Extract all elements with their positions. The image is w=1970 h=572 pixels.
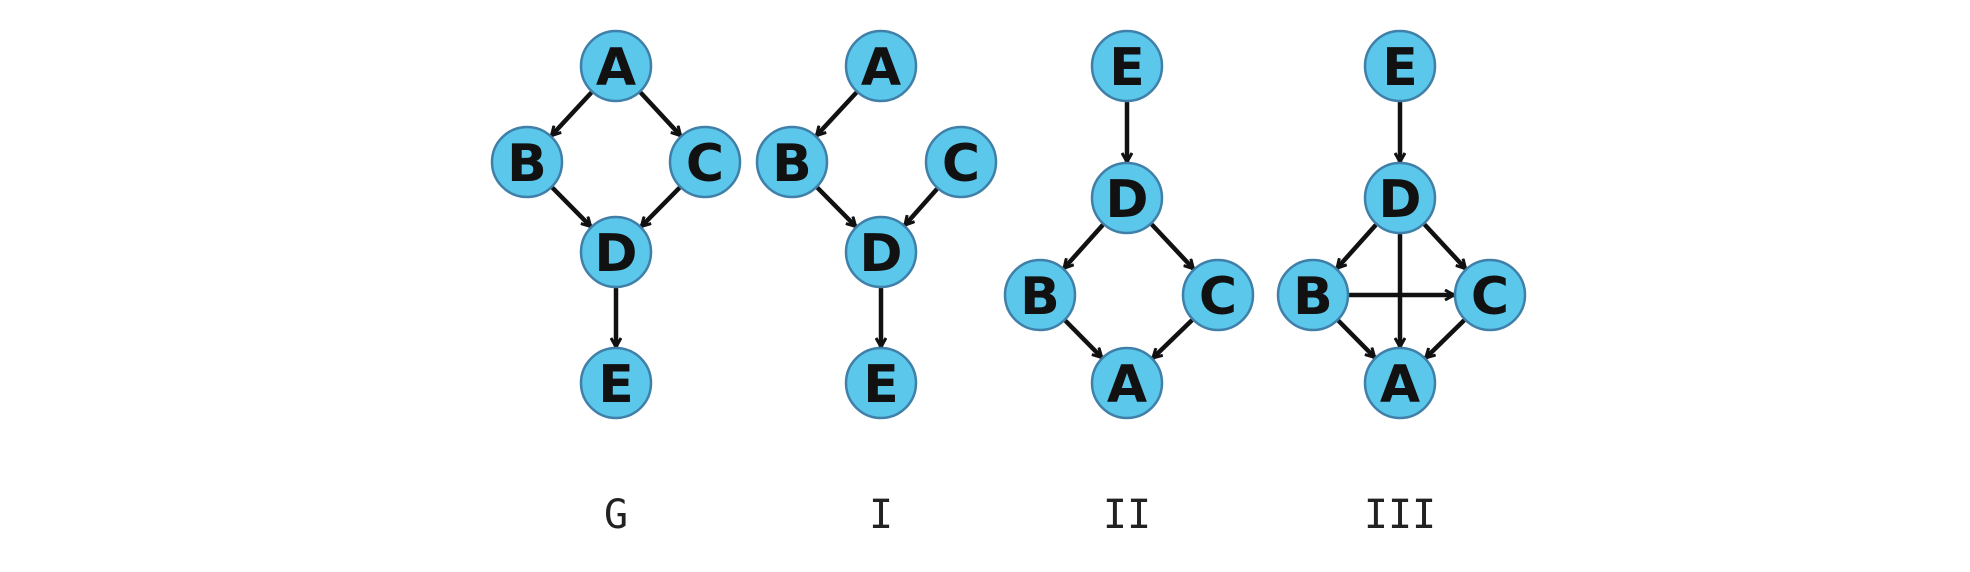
graph-ii-node-d: D (1090, 161, 1164, 235)
graph-g-edge-b-to-d (550, 186, 593, 229)
graph-iii-node-c-label: C (1471, 267, 1509, 327)
graph-ii-panel: E DB CA II (1003, 29, 1255, 538)
graph-g-node-c-circle (668, 125, 742, 199)
graph-ii-node-c: C (1181, 258, 1255, 332)
graph-i-node-e-circle (844, 346, 918, 420)
graph-g-edges (549, 90, 683, 350)
graph-iii-node-a-circle (1363, 346, 1437, 420)
graph-iii-edge-d-to-b (1334, 223, 1378, 269)
graph-iii-edges (1334, 100, 1468, 361)
graph-i-node-c-circle (924, 125, 998, 199)
graph-i-node-c-label: C (942, 134, 980, 194)
graph-iii-node-c-circle (1453, 258, 1527, 332)
graph-i-node-e: E (844, 346, 918, 420)
graph-ii-node-b-circle (1003, 258, 1077, 332)
graph-i-edge-c-to-d (902, 187, 939, 225)
graph-iii-nodes: E DB CA (1276, 29, 1527, 420)
graph-ii-node-b: B (1003, 258, 1077, 332)
graph-ii-node-a-label: A (1107, 355, 1147, 415)
graph-g-node-e-label: E (598, 355, 634, 415)
graph-i-node-b-circle (755, 125, 829, 199)
graph-i-nodes: AB CD E (755, 29, 998, 420)
graph-iii-node-c: C (1453, 258, 1527, 332)
graph-g-edge-a-to-b (549, 90, 594, 135)
graph-iii-label: III (1364, 492, 1436, 538)
graph-i-label: I (869, 492, 893, 538)
graph-g-panel: AB CD E G (490, 29, 742, 538)
graph-ii-node-c-circle (1181, 258, 1255, 332)
graph-g-node-e-circle (579, 346, 653, 420)
graph-iii-node-d-label: D (1378, 170, 1421, 230)
graph-i-node-e-label: E (863, 355, 899, 415)
graph-g-node-b-label: B (507, 134, 547, 194)
graph-ii-node-a-circle (1090, 346, 1164, 420)
graph-g-edge-c-to-d (639, 186, 682, 229)
graph-i-panel: AB CD E I (755, 29, 998, 538)
graph-iii-edge-d-to-c (1422, 222, 1468, 268)
graph-i-node-a: A (844, 29, 918, 103)
graph-i-node-a-label: A (861, 38, 901, 98)
graph-g-node-a-circle (579, 29, 653, 103)
graph-g-node-a-label: A (596, 38, 636, 98)
graph-ii-node-d-circle (1090, 161, 1164, 235)
graph-ii-node-b-label: B (1020, 267, 1060, 327)
graph-iii-node-d-circle (1363, 161, 1437, 235)
graph-iii-node-e-label: E (1382, 38, 1418, 98)
graph-ii-node-e: E (1090, 29, 1164, 103)
graph-iii-node-e: E (1363, 29, 1437, 103)
graph-g-node-d: D (579, 215, 653, 289)
graph-ii-edge-d-to-c (1150, 222, 1196, 269)
graph-iii-node-a-label: A (1380, 355, 1420, 415)
graph-iii-node-a: A (1363, 346, 1437, 420)
graph-ii-label: II (1103, 492, 1151, 538)
graph-i-node-c: C (924, 125, 998, 199)
graph-ii-edges (1061, 100, 1196, 361)
graph-ii-node-e-label: E (1109, 38, 1145, 98)
graph-g-nodes: AB CD E (490, 29, 742, 420)
graph-ii-edge-c-to-a (1150, 318, 1194, 361)
graph-i-node-d: D (844, 215, 918, 289)
graph-g-node-c-label: C (686, 134, 724, 194)
graph-iii-node-b-circle (1276, 258, 1350, 332)
graph-g-label: G (604, 492, 628, 538)
graph-i-edge-a-to-b (814, 90, 859, 135)
graph-iii-node-b-label: B (1293, 267, 1333, 327)
graph-g-node-d-circle (579, 215, 653, 289)
graph-ii-node-e-circle (1090, 29, 1164, 103)
graph-ii-edge-d-to-b (1061, 223, 1105, 269)
graph-ii-node-a: A (1090, 346, 1164, 420)
graph-i-node-b-label: B (772, 134, 812, 194)
graph-iii-edge-b-to-a (1336, 319, 1377, 360)
graph-g-node-a: A (579, 29, 653, 103)
graph-ii-edge-b-to-a (1063, 319, 1104, 360)
graph-g-node-b-circle (490, 125, 564, 199)
graph-g-node-d-label: D (594, 224, 637, 284)
graph-i-node-a-circle (844, 29, 918, 103)
graph-ii-node-d-label: D (1105, 170, 1148, 230)
graph-iii-node-d: D (1363, 161, 1437, 235)
graph-iii-edge-c-to-a (1423, 318, 1466, 361)
graph-iii-panel: E DB CA III (1276, 29, 1527, 538)
graph-i-edges (814, 90, 939, 350)
graph-g-node-c: C (668, 125, 742, 199)
graph-g-edge-a-to-c (638, 90, 683, 135)
graph-ii-nodes: E DB CA (1003, 29, 1255, 420)
graph-g-node-b: B (490, 125, 564, 199)
graph-i-node-b: B (755, 125, 829, 199)
graph-ii-node-c-label: C (1199, 267, 1237, 327)
graph-i-node-d-label: D (859, 224, 902, 284)
graph-i-edge-b-to-d (815, 186, 858, 229)
graph-i-node-d-circle (844, 215, 918, 289)
graph-g-node-e: E (579, 346, 653, 420)
graph-iii-node-b: B (1276, 258, 1350, 332)
graph-iii-node-e-circle (1363, 29, 1437, 103)
